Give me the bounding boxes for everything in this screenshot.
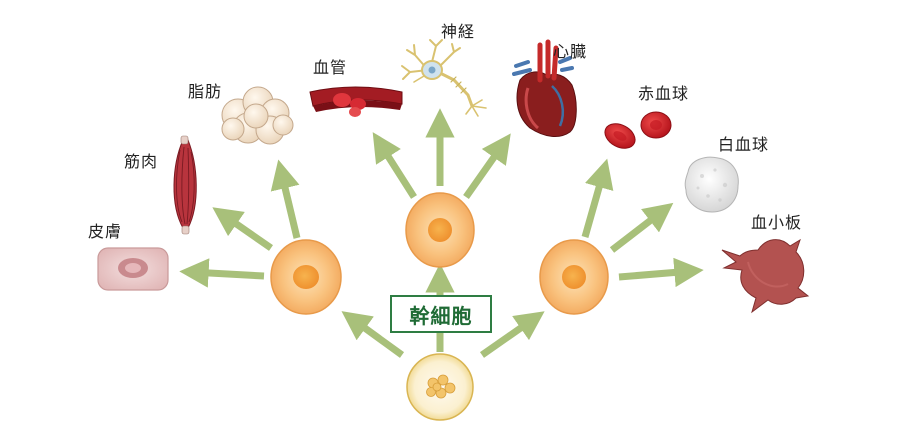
label-white-blood-cell: 白血球 [718,135,770,154]
arrow-to-heart [463,133,511,200]
stem-cell-label: 幹細胞 [390,295,492,333]
progenitor-cell-right [539,239,609,315]
progenitor-cell-middle [405,192,475,268]
label-red-blood-cell: 赤血球 [638,84,690,103]
arrow-to-skin [179,258,265,288]
arrow-to-wbc [609,202,674,253]
label-muscle: 筋肉 [124,152,159,171]
arrows [179,108,704,358]
white-blood-cell-icon [684,156,739,213]
label-platelet: 血小板 [751,213,803,232]
arrow-stem-to-right [479,311,545,358]
label-heart: 心臓 [553,42,588,61]
arrow-to-rbc [581,158,614,238]
progenitor-cell-left [270,239,342,315]
label-skin: 皮膚 [88,222,123,241]
muscle-icon [173,135,197,235]
arrow-to-platelet [618,257,704,288]
label-blood-vessel: 血管 [313,58,348,77]
label-nerve: 神経 [441,22,476,41]
arrow-to-muscle [212,207,273,251]
fat-cells-icon [221,86,294,145]
platelet-icon [721,238,810,314]
arrow-to-vessel [372,132,417,199]
arrow-stem-to-left [341,311,405,358]
skin-cell-icon [97,247,169,291]
arrow-to-fat [270,159,301,239]
label-fat: 脂肪 [188,82,223,101]
red-blood-cells-icon [604,111,672,149]
blood-vessel-icon [309,86,403,117]
stem-cell [406,353,474,421]
nerve-cell-icon [401,39,487,117]
heart-icon [512,39,577,137]
